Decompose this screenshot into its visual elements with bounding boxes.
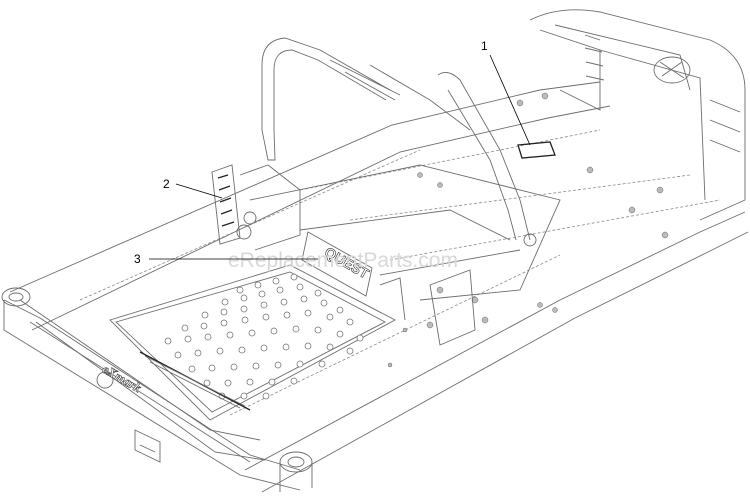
rear-cage	[529, 9, 746, 221]
foot-deck	[109, 264, 396, 421]
callout-2: 2	[163, 177, 223, 199]
exmark-logo-text: eXmark	[100, 361, 145, 396]
rollbar	[261, 37, 471, 161]
mower-frame	[9, 81, 749, 493]
callout-2-leader	[175, 183, 223, 199]
frame-hardware	[379, 92, 669, 368]
callout-2-label: 2	[163, 177, 170, 191]
deck-holes	[164, 273, 364, 400]
seat-lever	[437, 71, 556, 247]
exmark-logo: eXmark	[96, 361, 145, 396]
callout-3: 3	[134, 252, 318, 266]
callout-1-label: 1	[481, 39, 488, 53]
callout-1-leader	[489, 54, 531, 146]
watermark: eReplacementParts.com	[228, 249, 458, 272]
callout-3-label: 3	[134, 252, 141, 266]
callout-1: 1	[481, 39, 531, 146]
control-panel	[211, 164, 301, 251]
